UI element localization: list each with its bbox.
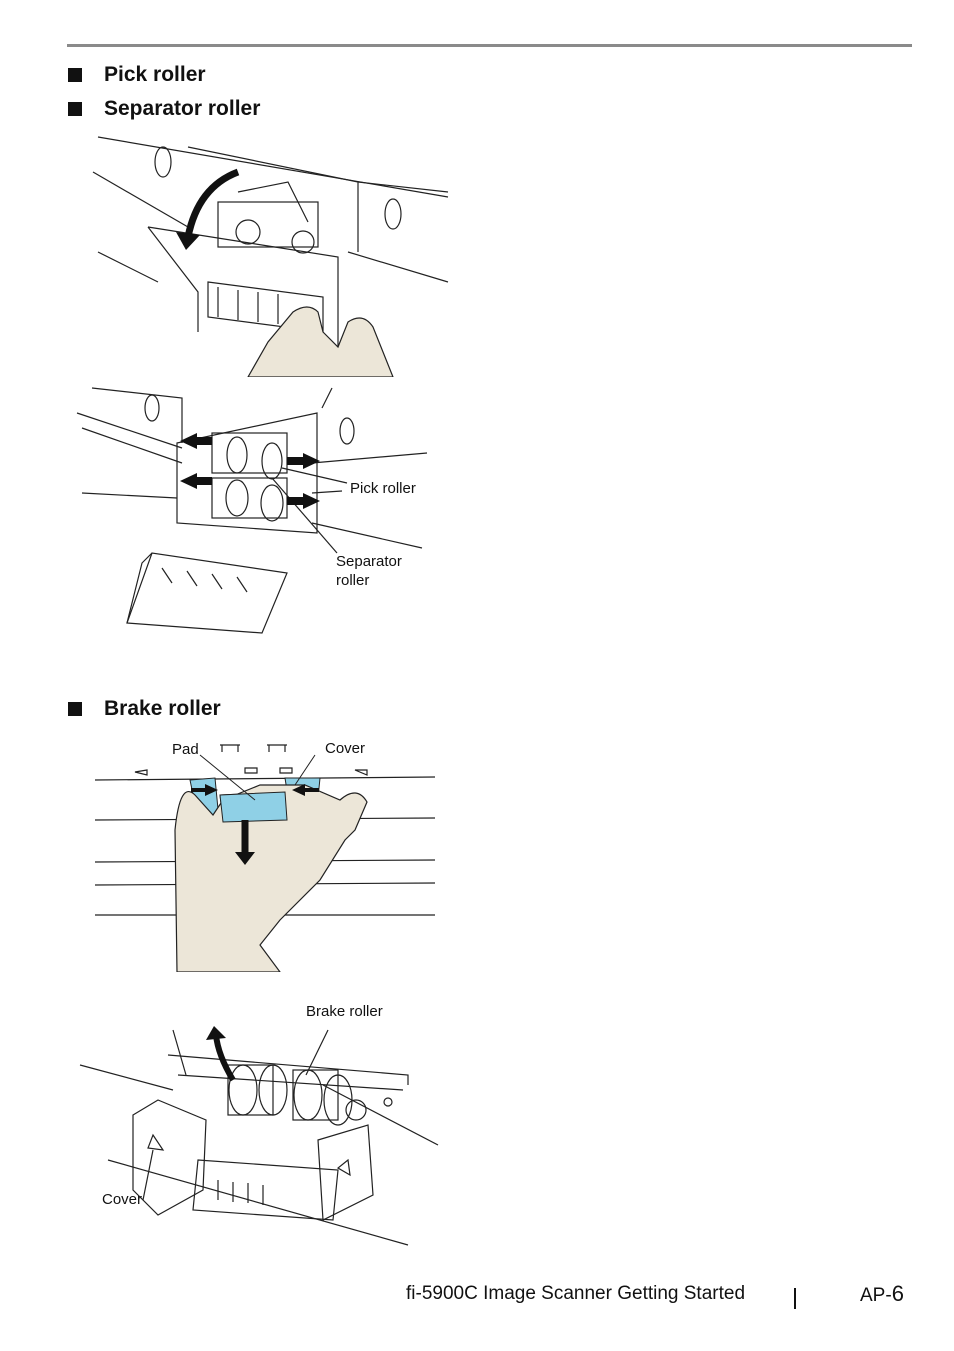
label-pad: Pad (172, 741, 199, 758)
section-heading-pick-roller: Pick roller (68, 63, 206, 87)
section-heading-brake-roller: Brake roller (68, 697, 221, 721)
section-heading-separator-roller: Separator roller (68, 97, 260, 121)
figure-remove-brake-roller (79, 1026, 439, 1246)
label-cover-top: Cover (325, 740, 366, 757)
figure-remove-brake-cover (95, 744, 435, 972)
label-brake-roller: Brake roller (306, 1003, 383, 1020)
section-title: Separator roller (104, 97, 261, 120)
hand-icon (174, 784, 368, 972)
curved-arrow-icon (213, 1034, 236, 1082)
figure-open-cover (92, 136, 449, 377)
section-title: Brake roller (104, 697, 221, 720)
outward-arrows-icon (180, 433, 320, 509)
header-rule (67, 44, 912, 47)
pinch-arrows-icon (191, 784, 319, 796)
section-title: Pick roller (104, 63, 206, 86)
figure-remove-rollers (76, 387, 428, 634)
label-cover-bottom: Cover (102, 1191, 143, 1208)
footer-page-number: AP-6 (860, 1281, 904, 1307)
label-separator-roller-line2: roller (336, 572, 370, 589)
square-bullet-icon (68, 702, 82, 716)
square-bullet-icon (68, 68, 82, 82)
label-separator-roller-line1: Separator (336, 553, 402, 570)
square-bullet-icon (68, 102, 82, 116)
footer-divider (794, 1288, 796, 1309)
footer-document-title: fi-5900C Image Scanner Getting Started (406, 1283, 746, 1304)
label-pick-roller: Pick roller (350, 480, 416, 497)
curved-arrow-icon (184, 168, 240, 238)
page-prefix: AP- (860, 1285, 892, 1306)
page-number: 6 (891, 1281, 904, 1306)
hand-icon (247, 306, 394, 377)
